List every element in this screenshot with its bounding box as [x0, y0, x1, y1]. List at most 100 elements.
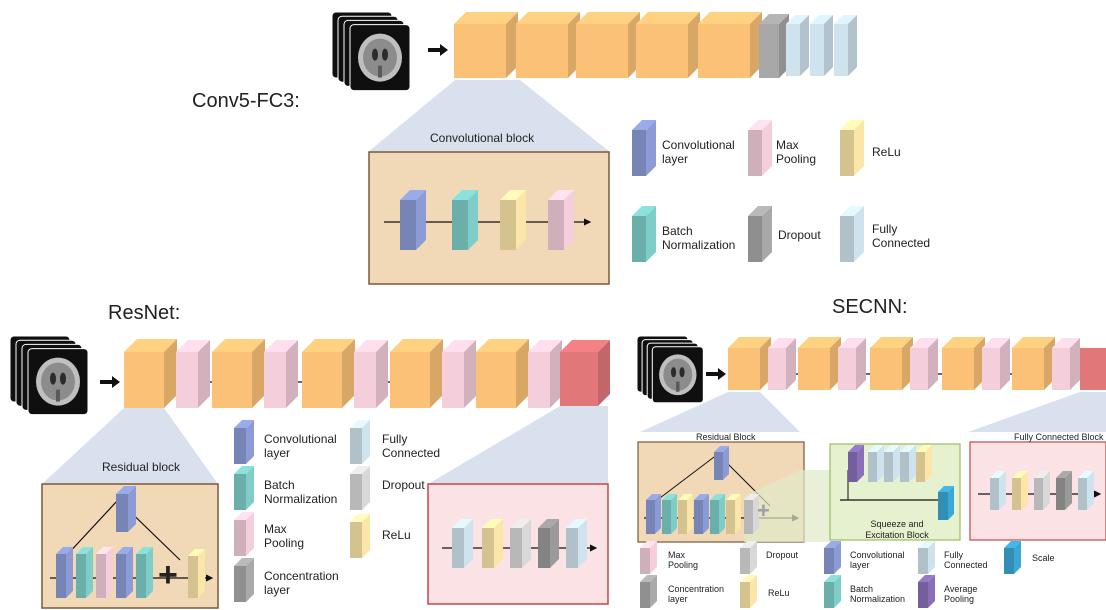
legend-swatch [840, 206, 864, 262]
conv-layer [400, 190, 426, 250]
conv-block-title: Convolutional block [430, 131, 535, 145]
residual-block-cube [124, 339, 177, 408]
legend-label: Dropout [778, 228, 821, 242]
arrow-right-icon [100, 376, 120, 388]
conv-block-cube [636, 12, 700, 78]
brain-mri-stack-icon [636, 335, 704, 404]
legend-swatch [640, 575, 657, 608]
zoom-fan [368, 80, 610, 152]
plus-icon: + [757, 498, 770, 523]
legend-label: Convolutional layer [264, 432, 337, 460]
batch-norm-layer [452, 190, 478, 250]
conv5-title: Conv5-FC3: [192, 90, 300, 112]
legend-swatch [350, 466, 370, 510]
se-block-title: Squeeze and Excitation Block [865, 519, 929, 540]
layer-block [1056, 471, 1072, 510]
residual-block-cube [1012, 337, 1055, 390]
zoom-fan [428, 406, 608, 484]
maxpool-layer [176, 340, 210, 408]
avgpool-layer [848, 445, 864, 482]
residual-block-cube [798, 337, 841, 390]
layer-block [694, 494, 709, 534]
conv-block-cube [516, 12, 580, 78]
relu-layer [500, 190, 526, 250]
legend-label: ReLu [872, 145, 901, 159]
scale-layer [938, 486, 954, 520]
secnn-fc-block-title: Fully Connected Block [1014, 432, 1104, 442]
legend-swatch [918, 575, 935, 608]
legend-label: Batch Normalization [264, 478, 338, 506]
fc-block-cube [1080, 348, 1106, 390]
zoom-fan [968, 392, 1106, 432]
legend-label: Convolutional layer [662, 138, 735, 166]
fc-layer [810, 15, 833, 76]
legend-swatch [840, 120, 864, 176]
legend-label: Concentration layer [668, 584, 725, 604]
conv-block-cube [698, 12, 762, 78]
concentration-layer [538, 519, 559, 568]
residual-block-cube [302, 339, 355, 408]
legend-swatch [740, 575, 757, 608]
fc-layer [786, 15, 809, 76]
zoom-fan [744, 470, 830, 542]
legend-swatch [748, 120, 772, 176]
legend-label: Max Pooling [668, 550, 699, 570]
legend-label: Average Pooling [944, 584, 978, 604]
layer-block [744, 494, 759, 534]
maxpool-layer [354, 340, 388, 408]
legend-swatch [350, 420, 370, 464]
maxpool-layer [768, 338, 796, 390]
legend-label: Batch Normalization [662, 224, 736, 252]
layer-block [1012, 471, 1028, 510]
conv-layer [116, 486, 136, 532]
maxpool-layer [838, 338, 866, 390]
layer-block [1078, 471, 1094, 510]
maxpool-layer [1052, 338, 1080, 390]
residual-block-cube [728, 337, 771, 390]
residual-block-cube [390, 339, 443, 408]
plus-icon: + [158, 556, 178, 594]
legend-swatch [1004, 541, 1021, 574]
legend-swatch [234, 420, 254, 464]
residual-block-cube [212, 339, 265, 408]
fc-layer [834, 15, 857, 76]
maxpool-layer [982, 338, 1010, 390]
legend-label: Fully Connected [872, 222, 931, 250]
legend-swatch [824, 575, 841, 608]
dropout-layer [510, 519, 531, 568]
maxpool-layer [528, 340, 562, 408]
maxpool-layer [442, 340, 476, 408]
legend-label: ReLu [382, 528, 411, 542]
legend-swatch [748, 206, 772, 262]
legend-swatch [632, 206, 656, 262]
maxpool-layer [96, 547, 113, 598]
legend-label: Max Pooling [264, 522, 305, 550]
conv-layer [56, 547, 73, 598]
legend-label: Batch Normalization [850, 584, 906, 604]
legend-swatch [640, 541, 657, 574]
legend-label: ReLu [768, 588, 790, 598]
layer-block [900, 445, 916, 482]
legend-swatch [234, 466, 254, 510]
legend-label: Convolutional layer [850, 550, 905, 570]
legend-swatch [740, 541, 757, 574]
legend-swatch [350, 514, 370, 558]
relu-layer [188, 549, 205, 598]
legend-swatch [918, 541, 935, 574]
legend-swatch [234, 512, 254, 556]
secnn-title: SECNN: [832, 296, 908, 318]
residual-block-cube [476, 339, 529, 408]
zoom-fan [42, 408, 218, 484]
conv-block-cube [576, 12, 640, 78]
zoom-fan [640, 392, 800, 432]
layer-block [884, 445, 900, 482]
layer-block [678, 494, 693, 534]
brain-mri-stack-icon [9, 335, 89, 416]
legend-swatch [824, 541, 841, 574]
fc-block-cube [560, 340, 610, 406]
resnet-title: ResNet: [108, 302, 181, 324]
conv-layer [714, 446, 729, 480]
relu-layer [482, 519, 503, 568]
